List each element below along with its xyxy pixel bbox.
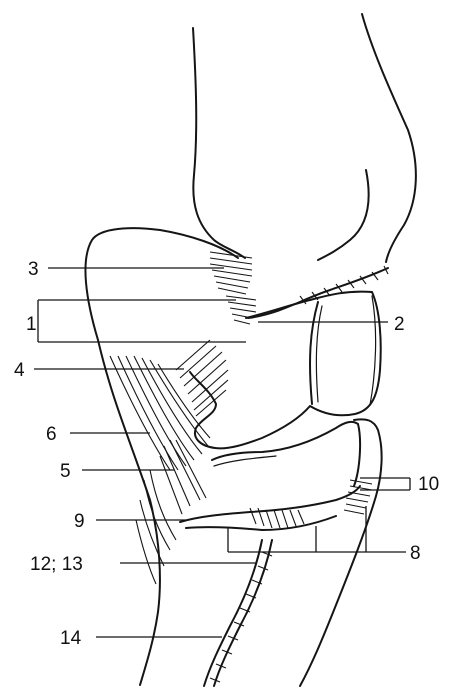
cuneiform-metatarsal [180, 419, 382, 686]
label-12-13: 12; 13 [30, 554, 83, 575]
tendon-14 [204, 540, 272, 686]
label-4: 4 [14, 360, 25, 381]
talus-bone [190, 292, 381, 449]
label-1: 1 [26, 314, 37, 335]
label-14: 14 [60, 628, 82, 649]
label-6: 6 [46, 424, 57, 445]
label-9: 9 [74, 511, 85, 532]
navicular-bone [212, 422, 360, 486]
callout-labels: 3 1 2 4 6 5 10 9 8 12; 13 14 [14, 259, 439, 649]
label-5: 5 [60, 461, 71, 482]
label-8: 8 [410, 543, 421, 564]
leader-lines [34, 268, 410, 637]
label-2: 2 [394, 314, 405, 335]
label-3: 3 [28, 259, 39, 280]
label-10: 10 [418, 474, 439, 495]
ligament-10-hatch [344, 480, 372, 514]
leg-outline [193, 14, 416, 262]
